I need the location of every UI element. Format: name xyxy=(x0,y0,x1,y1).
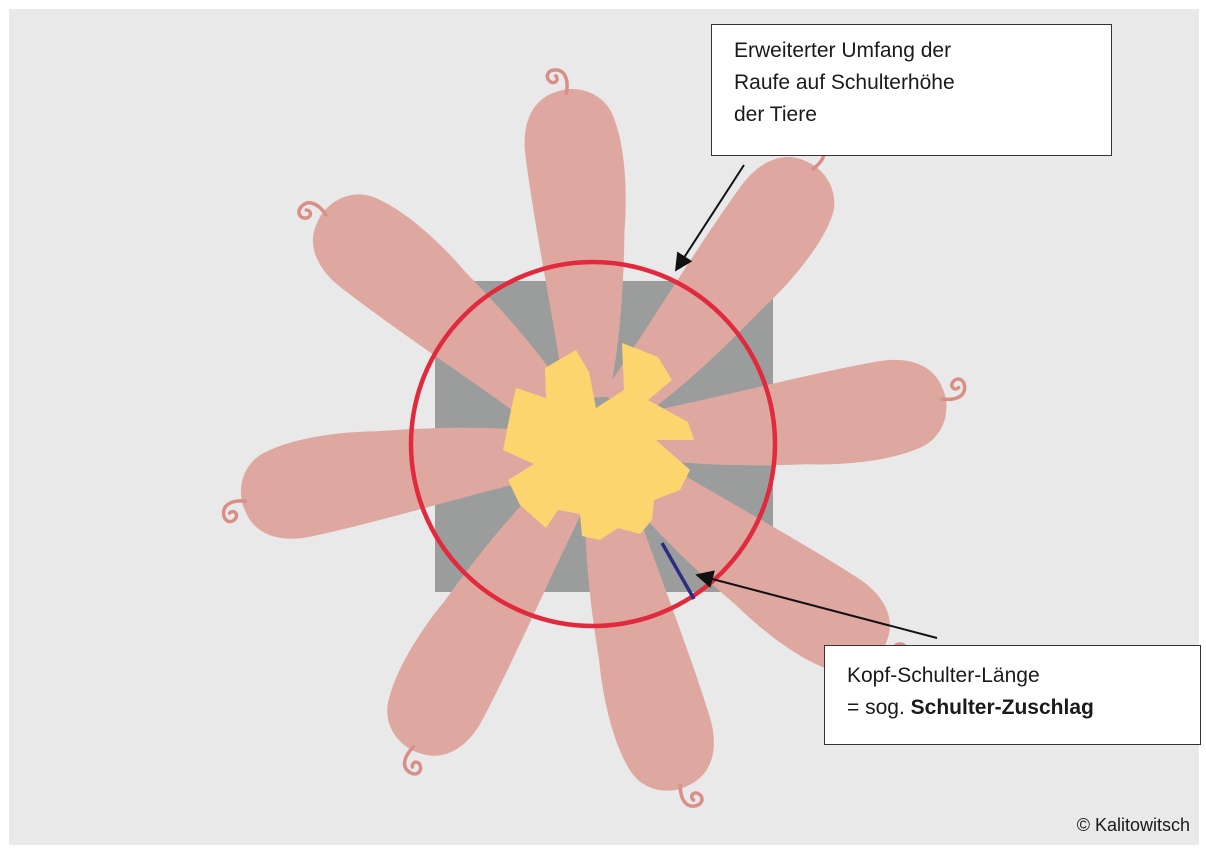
shoulder-callout-line1: Kopf-Schulter-Länge xyxy=(847,664,1040,687)
perimeter-callout-line: Raufe auf Schulterhöhe xyxy=(734,71,955,94)
perimeter-callout-line: Erweiterter Umfang der xyxy=(734,39,952,62)
copyright-notice: © Kalitowitsch xyxy=(1076,815,1190,835)
shoulder-callout: Kopf-Schulter-Länge = sog. Schulter-Zusc… xyxy=(824,645,1201,745)
perimeter-callout-line: der Tiere xyxy=(734,103,817,126)
shoulder-length-marker xyxy=(660,542,696,600)
perimeter-circle xyxy=(408,259,778,629)
shoulder-arrow xyxy=(695,570,938,639)
shoulder-callout-line2: = sog. Schulter-Zuschlag xyxy=(847,692,1200,724)
shoulder-callout-term: Schulter-Zuschlag xyxy=(910,696,1094,719)
perimeter-callout: Erweiterter Umfang der Raufe auf Schulte… xyxy=(711,24,1112,156)
hay-icon xyxy=(503,343,694,540)
perimeter-arrow xyxy=(675,164,745,272)
shoulder-callout-prefix: = sog. xyxy=(847,696,911,719)
